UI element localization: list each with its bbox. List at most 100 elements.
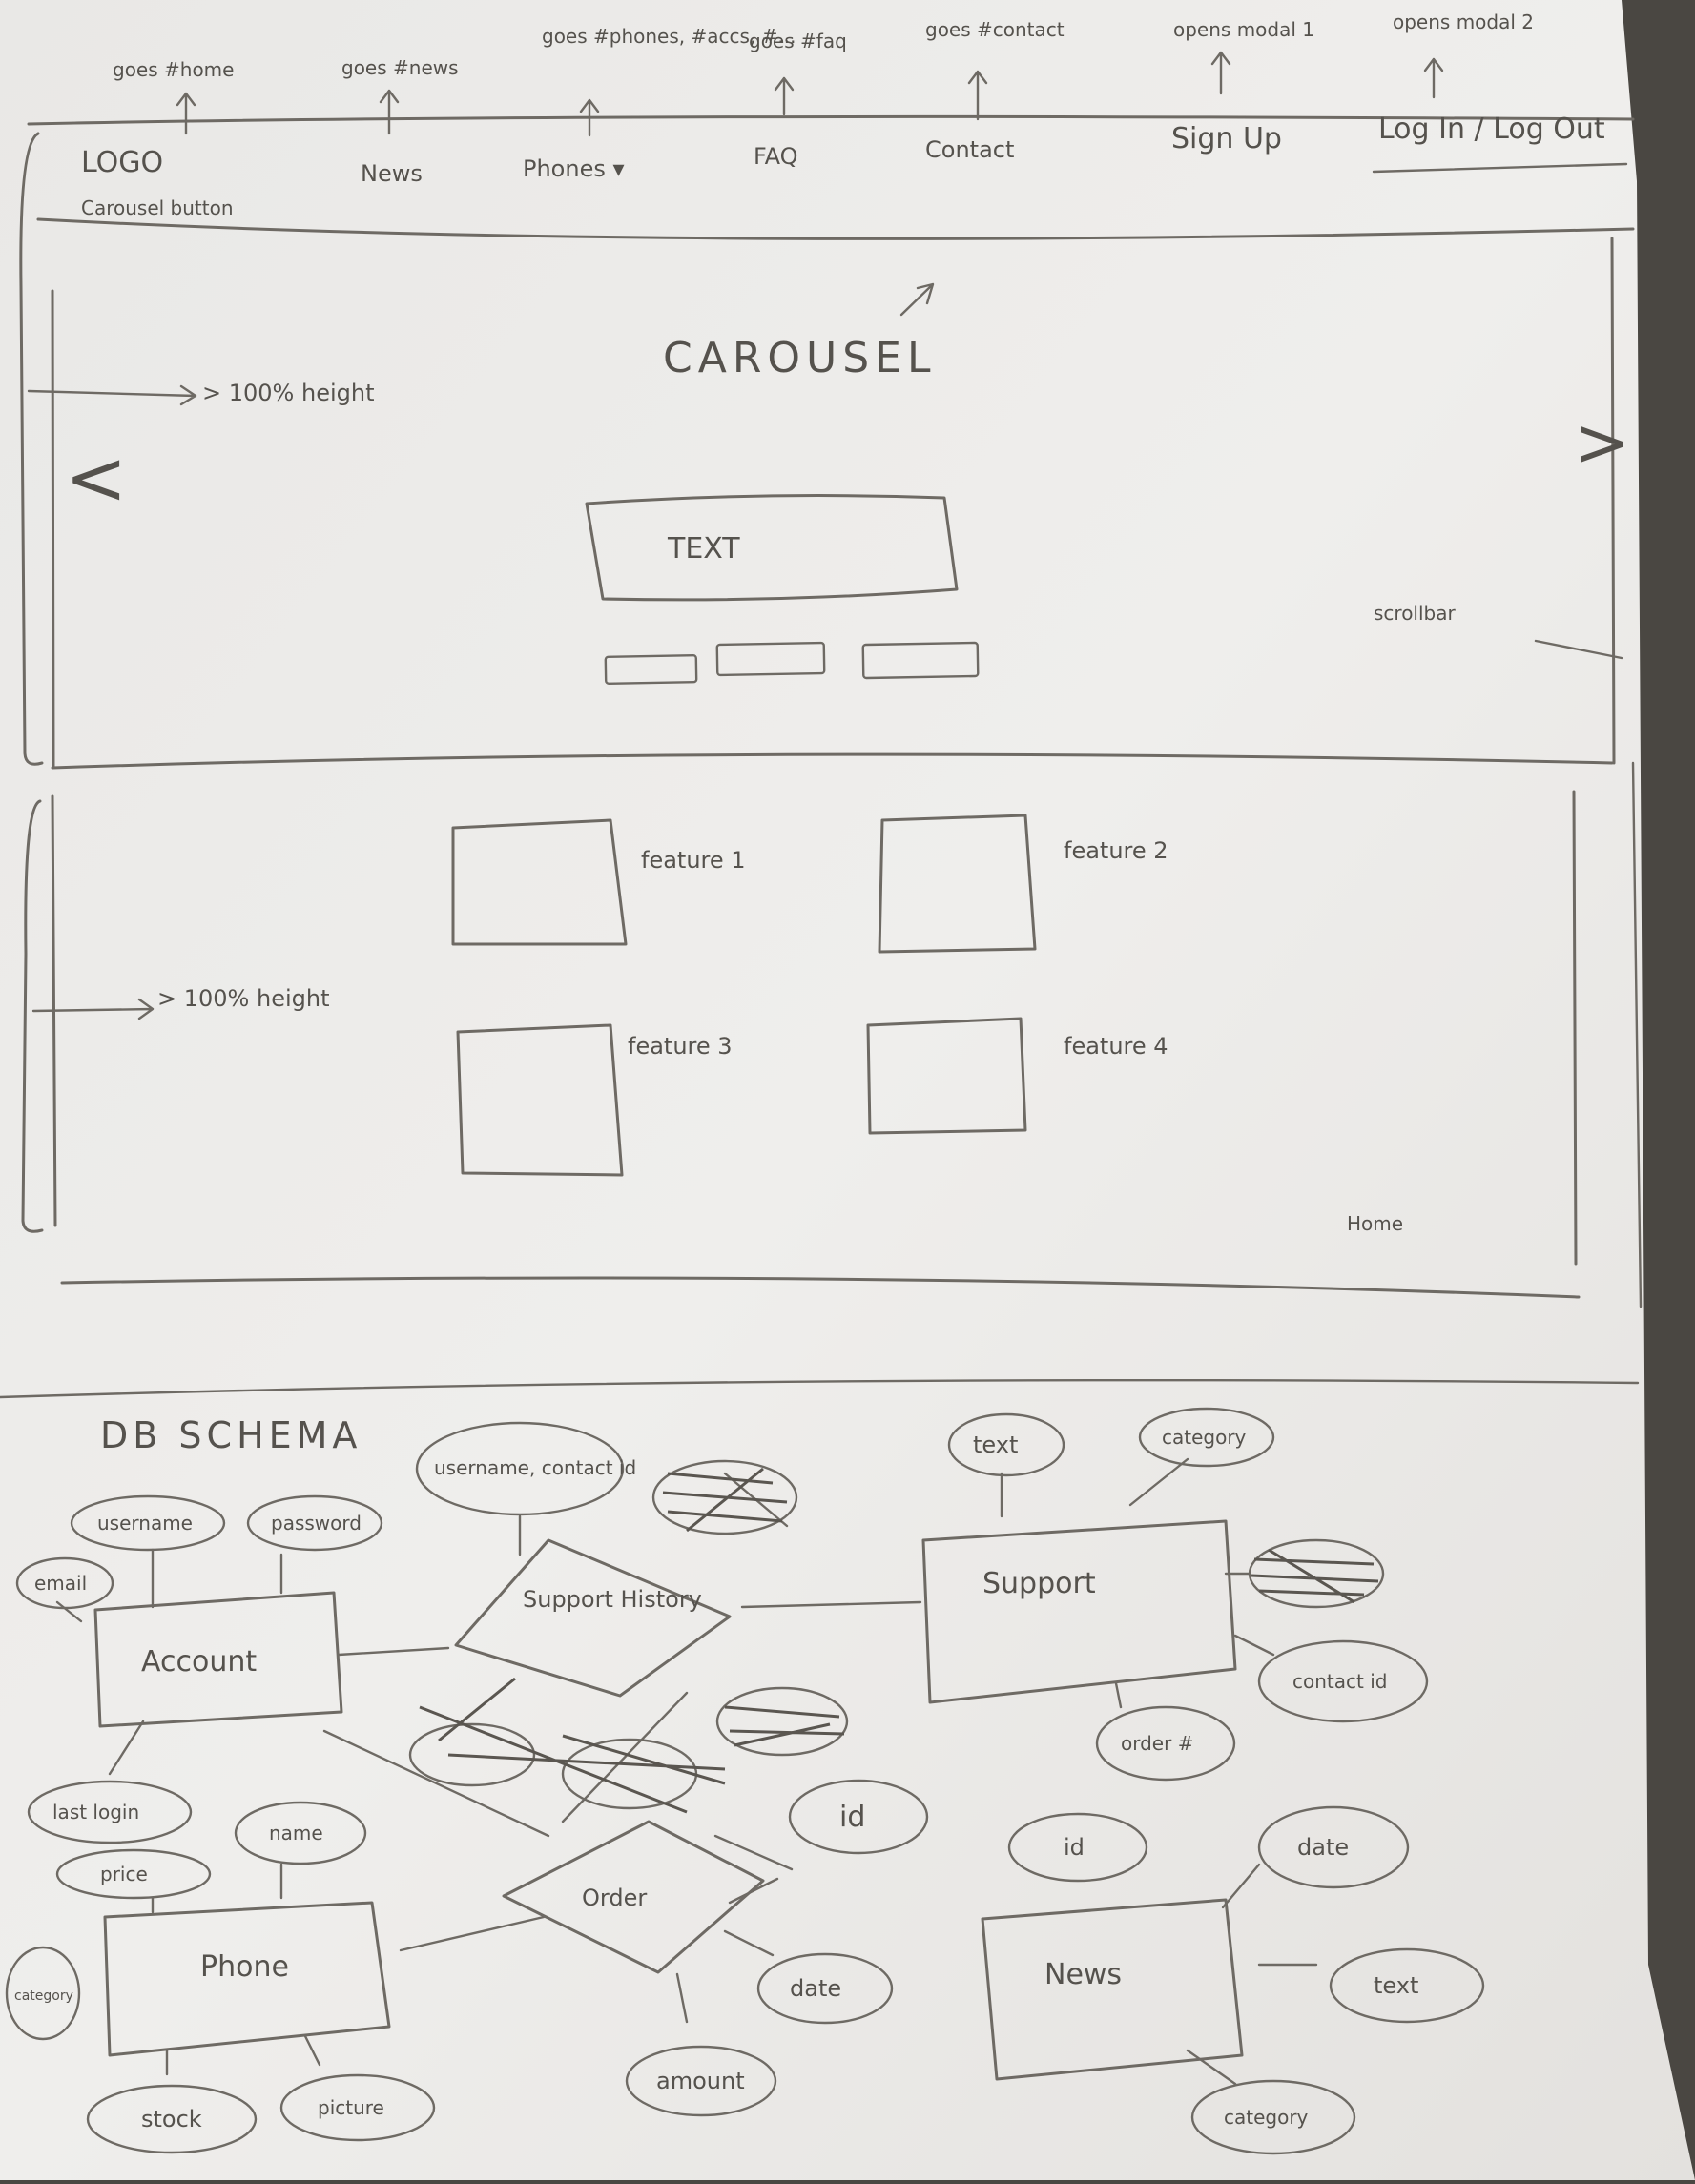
attr-date[interactable]: [1257, 1805, 1410, 1889]
login-underline: [1372, 162, 1628, 174]
height-arrow: [27, 384, 197, 406]
attr-category[interactable]: [1138, 1407, 1275, 1468]
scrollbar-track: [1631, 761, 1643, 1308]
nav-note: opens modal 1: [1173, 18, 1314, 41]
schema-connectors: [55, 1457, 1318, 2086]
nav-note: goes #contact: [925, 18, 1065, 41]
nav-item-login[interactable]: Log In / Log Out: [1378, 113, 1605, 146]
attr-text[interactable]: [947, 1412, 1065, 1477]
attr-name[interactable]: [234, 1801, 367, 1865]
feature-label-3: feature 3: [628, 1033, 733, 1060]
entity-account[interactable]: Account: [93, 1591, 343, 1728]
carousel-indicator[interactable]: [861, 641, 980, 680]
attr-label: username: [97, 1512, 193, 1535]
carousel-prev-arrow[interactable]: <: [65, 436, 127, 522]
entity-box: [921, 1519, 1237, 1704]
feature-label-1: feature 1: [641, 847, 746, 874]
entity-box: [93, 1591, 343, 1728]
nav-item-faq[interactable]: FAQ: [754, 143, 798, 170]
section-divider: [0, 1378, 1640, 1399]
nav-item-news[interactable]: News: [361, 160, 423, 187]
carousel-height-note: > 100% height: [202, 380, 374, 406]
height-arrow: [31, 998, 155, 1020]
carousel-next-arrow[interactable]: >: [1574, 403, 1630, 482]
attr-label: category: [14, 1988, 73, 2004]
attr-picture[interactable]: [279, 2073, 436, 2142]
relation-order[interactable]: Order: [502, 1820, 765, 1974]
nav-note: goes #home: [113, 58, 234, 81]
crossed-out-attributes: [408, 1459, 1385, 1814]
crossed-attr: [715, 1686, 849, 1757]
attr-contact-id[interactable]: [1257, 1639, 1429, 1723]
entity-phone[interactable]: Phone: [103, 1901, 391, 2057]
entity-news[interactable]: News: [981, 1898, 1244, 2081]
nav-notes: goes #home goes #news goes #phones, #acc…: [113, 10, 1534, 137]
carousel-text: TEXT: [667, 532, 740, 566]
entity-label: Support: [982, 1567, 1096, 1600]
hatch-marks: [1251, 1548, 1379, 1604]
carousel-frame: [51, 237, 1616, 770]
crossed-attr: [651, 1459, 798, 1535]
attr-label: stock: [141, 2106, 202, 2132]
entity-label: News: [1044, 1958, 1122, 1991]
attr-text[interactable]: [1329, 1947, 1485, 2024]
carousel-title: CAROUSEL: [663, 334, 936, 382]
page-left-bracket: [19, 132, 44, 766]
hatch-marks: [419, 1677, 845, 1814]
nav-arrow: [1210, 51, 1231, 95]
attr-amount[interactable]: [625, 2045, 777, 2117]
carousel-indicator[interactable]: [715, 641, 826, 677]
attr-stock[interactable]: [86, 2084, 258, 2154]
attr-username[interactable]: [70, 1494, 226, 1552]
logo[interactable]: LOGO: [81, 146, 163, 179]
feature-label-2: feature 2: [1064, 837, 1168, 864]
attr-category[interactable]: [5, 1946, 81, 2041]
attr-id[interactable]: [1007, 1812, 1148, 1883]
attr-label: email: [34, 1572, 87, 1595]
pointer-mark: [899, 282, 935, 317]
attr-label: price: [100, 1863, 148, 1885]
features-section: > 100% height feature 1 feature 2 featur…: [21, 761, 1643, 1308]
features-left-bracket: [21, 799, 44, 1233]
nav-note: goes #phones, #accs, #...: [542, 25, 796, 48]
attr-password[interactable]: [246, 1494, 383, 1552]
crossed-attr: [408, 1722, 536, 1787]
attr-label: name: [269, 1822, 323, 1844]
attr-label: picture: [318, 2096, 384, 2119]
attr-label: amount: [656, 2068, 745, 2094]
schema-title: DB SCHEMA: [100, 1414, 362, 1456]
attr-date[interactable]: [756, 1952, 894, 2025]
logo-note: Carousel button: [81, 196, 234, 219]
attr-username-contact-id[interactable]: [415, 1421, 625, 1516]
entity-support[interactable]: Support: [921, 1519, 1237, 1704]
db-schema: DB SCHEMA: [5, 1407, 1485, 2155]
attr-email[interactable]: [15, 1556, 114, 1610]
scrollbar-note: scrollbar: [1374, 602, 1457, 625]
carousel-indicator[interactable]: [604, 654, 698, 685]
attr-last-login[interactable]: [27, 1780, 193, 1844]
attr-label: date: [1297, 1834, 1349, 1861]
nav-note: goes #faq: [749, 30, 847, 52]
features-height-note: > 100% height: [157, 985, 329, 1012]
attr-order-number[interactable]: [1095, 1705, 1236, 1782]
nav-arrow: [379, 89, 400, 135]
attr-price[interactable]: [55, 1848, 212, 1900]
relation-label: Support History: [523, 1586, 702, 1613]
relation-support-history[interactable]: Support History: [454, 1538, 732, 1698]
attr-category[interactable]: [1190, 2079, 1356, 2155]
attr-label: date: [790, 1975, 841, 2002]
attr-label: password: [271, 1512, 362, 1535]
nav-item-phones[interactable]: Phones ▾: [523, 155, 625, 182]
attr-label: order #: [1121, 1732, 1193, 1755]
nav-item-sign-up[interactable]: Sign Up: [1171, 122, 1282, 155]
entity-box: [103, 1901, 391, 2057]
nav-note: goes #news: [341, 56, 459, 79]
attr-id[interactable]: [788, 1779, 929, 1855]
carousel-text-box: [585, 494, 959, 602]
nav-item-contact[interactable]: Contact: [925, 136, 1014, 163]
header-bottom-line: [36, 217, 1635, 240]
attr-label: last login: [52, 1801, 139, 1823]
feature-box-3: [456, 1023, 624, 1177]
